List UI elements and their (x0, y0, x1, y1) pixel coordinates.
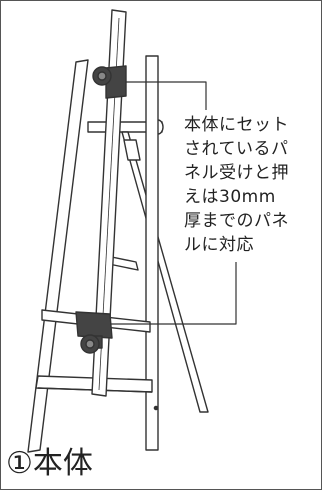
callout-text: 本体にセット されているパ ネル受けと押 えは30mm 厚までのパネ ルに対応 (184, 113, 304, 257)
leader-line-bottom (110, 262, 237, 325)
left-leg (27, 59, 89, 453)
top-clamp-knob-core (97, 71, 107, 81)
callout-line: ネル受けと押 (184, 163, 289, 183)
callout-line: 厚までのパネ (184, 211, 289, 231)
leader-line-top (126, 81, 207, 110)
bottom-clamp-body (75, 311, 113, 339)
figure-caption: ①本体 (6, 446, 93, 481)
callout-line: ルに対応 (184, 235, 254, 255)
callout-line: されているパ (184, 139, 289, 159)
callout-line: 本体にセット (184, 115, 289, 135)
right-leg (145, 55, 159, 451)
rear-strut-bracket (123, 139, 141, 161)
bottom-clamp-knob-core (85, 339, 95, 349)
callout-line: えは30mm (184, 187, 276, 207)
right-leg-screw (153, 405, 159, 411)
rear-strut (121, 131, 209, 413)
